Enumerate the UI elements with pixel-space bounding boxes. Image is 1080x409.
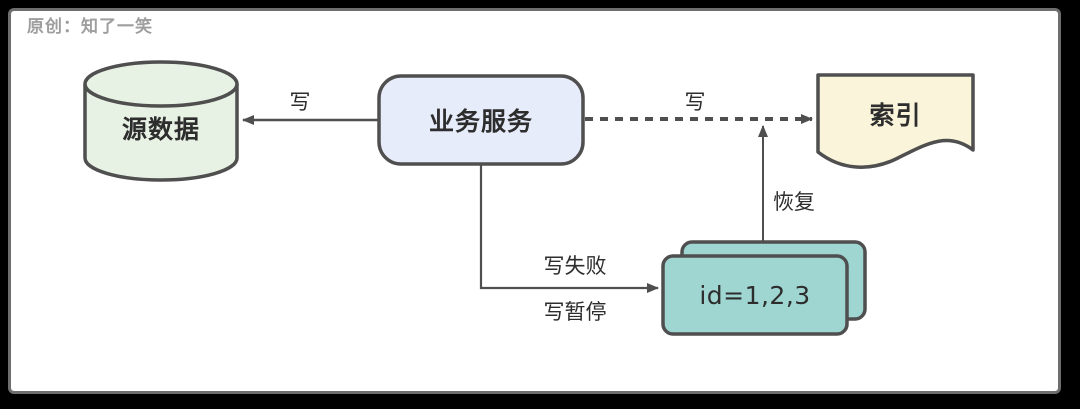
index-document — [816, 73, 975, 169]
edge-label-write-fail: 写失败 — [543, 254, 607, 278]
source-db-label: 源数据 — [121, 115, 200, 144]
queue-card-front — [661, 254, 849, 336]
edge-label-recover: 恢复 — [773, 190, 815, 214]
edge-label-write-index: 写 — [684, 90, 706, 114]
edge-service-to-queue — [479, 164, 659, 293]
edge-label-write-pause: 写暂停 — [543, 300, 607, 324]
queue-card-label: id=1,2,3 — [699, 280, 811, 310]
index-document-label: 索引 — [869, 101, 922, 130]
source-db-cylinder — [83, 60, 239, 182]
edge-label-write-source: 写 — [289, 90, 311, 114]
watermark-text: 原创：知了一笑 — [27, 17, 153, 37]
service-box-label: 业务服务 — [428, 107, 533, 136]
